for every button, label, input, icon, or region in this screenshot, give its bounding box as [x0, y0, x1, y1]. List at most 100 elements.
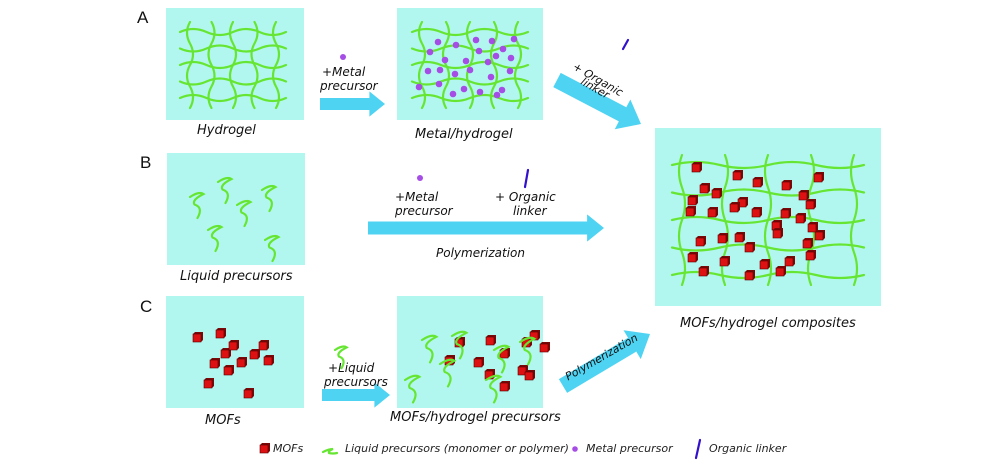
mofs-hydrogel-precursors-label: MOFs/hydrogel precursors	[390, 410, 561, 425]
legend-liquid-precursors-label: Liquid precursors (monomer or polymer)	[345, 442, 569, 455]
mof-cube-composite-25	[802, 239, 812, 249]
hydrogel-network-strand-v-4	[271, 20, 281, 110]
arrow-a1-label-line1: +Metal	[322, 65, 366, 79]
row-label-b: B	[140, 153, 152, 172]
mof-cube-c1-6	[209, 359, 219, 369]
reagent-metal-dot-a	[340, 54, 346, 60]
mof-cube-composite-11	[685, 207, 695, 217]
liquid-precursor-1	[216, 176, 234, 205]
mof-cube-composite-12	[707, 208, 717, 218]
metal-precursor-dot-17	[506, 67, 514, 75]
metal-hydrogel-network-strand-v-3	[489, 20, 499, 110]
mof-cube-composite-3	[781, 181, 791, 191]
mof-cube-composite-32	[744, 271, 754, 281]
mof-cube-c1-3	[228, 341, 238, 351]
row-label-a: A	[137, 8, 149, 27]
metal-precursor-dot-20	[460, 85, 468, 93]
liquid-precursor-2	[260, 184, 278, 213]
mof-cube-composite-17	[807, 223, 817, 233]
reagent-linker-a	[621, 38, 630, 51]
hydrogel-network-strand-v-2	[228, 20, 238, 110]
metal-hydrogel-network-strand-h-4	[410, 93, 530, 103]
metal-precursor-dot-8	[499, 45, 507, 53]
metal-precursor-dot-4	[510, 35, 518, 43]
mof-cube-composite-18	[795, 214, 805, 224]
arrow-a1-label-line2: precursor	[320, 79, 378, 93]
mof-cube-composite-20	[717, 234, 727, 244]
metal-precursor-dot-13	[424, 67, 432, 75]
metal-precursor-dot-1	[452, 41, 460, 49]
metal-precursor-dot-10	[462, 57, 470, 65]
mof-cube-c1-4	[258, 341, 268, 351]
reagent-linker-b	[523, 168, 530, 189]
liquid-precursor-3	[235, 199, 253, 228]
arrow-c1-label-line1: +Liquid	[328, 361, 375, 375]
composite-network-strand-v-3	[806, 153, 816, 287]
mof-cube-composite-4	[813, 173, 823, 183]
precursor-strand-c2-3	[518, 336, 537, 366]
metal-hydrogel-network-strand-h-3	[410, 77, 530, 86]
mof-cube-composite-24	[814, 231, 824, 241]
legend-metal-precursor-icon	[572, 446, 578, 452]
mof-cube-composite-33	[775, 267, 785, 277]
metal-precursor-dot-3	[488, 37, 496, 45]
reagent-linker-line1: + Organic	[495, 190, 556, 204]
legend-liquid-precursors-icon	[321, 447, 339, 455]
reagent-metal-line1: +Metal	[395, 190, 439, 204]
reagent-linker-line2: linker	[513, 204, 547, 218]
mof-cube-c1-2	[220, 349, 230, 359]
arrow-a2	[553, 72, 641, 130]
metal-precursor-dot-6	[475, 47, 483, 55]
metal-precursor-dot-18	[435, 80, 443, 88]
metal-precursor-dot-19	[449, 90, 457, 98]
mof-cube-c1-11	[203, 379, 213, 389]
composite-network-strand-v-2	[763, 153, 773, 287]
arrow-c1-label-line2: precursors	[324, 375, 388, 389]
liquid-precursor-4	[206, 224, 224, 253]
metal-hydrogel-network-strand-v-2	[465, 20, 475, 110]
hydrogel-network-strand-h-4	[178, 93, 288, 103]
arrow-c1	[322, 382, 390, 408]
liquid-precursor-0	[188, 191, 206, 220]
hydrogel-network-strand-h-1	[178, 44, 288, 53]
reagent-metal-line2: precursor	[395, 204, 453, 218]
metal-precursor-dot-5	[426, 48, 434, 56]
mof-cube-composite-27	[698, 267, 708, 277]
mof-cube-composite-0	[691, 163, 701, 173]
mof-cube-composite-9	[798, 191, 808, 201]
legend-mofs-label: MOFs	[273, 442, 304, 455]
hydrogel-network-strand-v-1	[207, 20, 216, 110]
precursor-strand-c2-6	[484, 374, 503, 404]
panel-mofs	[166, 296, 304, 408]
mof-cube-composite-1	[732, 171, 742, 181]
mof-cube-composite-19	[695, 237, 705, 247]
mof-cube-composite-23	[772, 229, 782, 239]
metal-precursor-dot-11	[484, 58, 492, 66]
panel-mofs-hydrogel-precursors	[397, 296, 543, 408]
mof-cube-c1-8	[249, 350, 259, 360]
mof-cube-composite-10	[805, 200, 815, 210]
mof-cube-c2-11	[524, 371, 534, 381]
mof-cube-c2-1	[485, 336, 495, 346]
mof-cube-c1-1	[215, 329, 225, 339]
mof-cube-composite-6	[711, 189, 721, 199]
mof-cube-composite-14	[751, 208, 761, 218]
mof-cube-composite-5	[699, 184, 709, 194]
hydrogel-network-strand-h-3	[178, 77, 288, 86]
precursor-strand-c2-0	[420, 334, 439, 364]
precursor-strand-c2-4	[438, 358, 457, 388]
mofs-hydrogel-composites-label: MOFs/hydrogel composites	[680, 316, 856, 331]
arrow-a1	[320, 91, 385, 117]
metal-precursor-dot-23	[415, 83, 423, 91]
mofs-label: MOFs	[205, 413, 241, 428]
legend-mofs-icon	[259, 444, 269, 454]
precursor-strand-c2-2	[492, 344, 511, 374]
mof-cube-composite-7	[687, 196, 697, 206]
metal-hydrogel-network-strand-h-0	[410, 27, 530, 37]
reagent-metal-dot-b	[417, 175, 423, 181]
mof-cube-c1-7	[236, 358, 246, 368]
row-label-c: C	[140, 297, 153, 316]
composite-network-strand-v-4	[849, 153, 859, 287]
metal-precursor-dot-2	[472, 36, 480, 44]
metal-precursor-dot-16	[487, 73, 495, 81]
